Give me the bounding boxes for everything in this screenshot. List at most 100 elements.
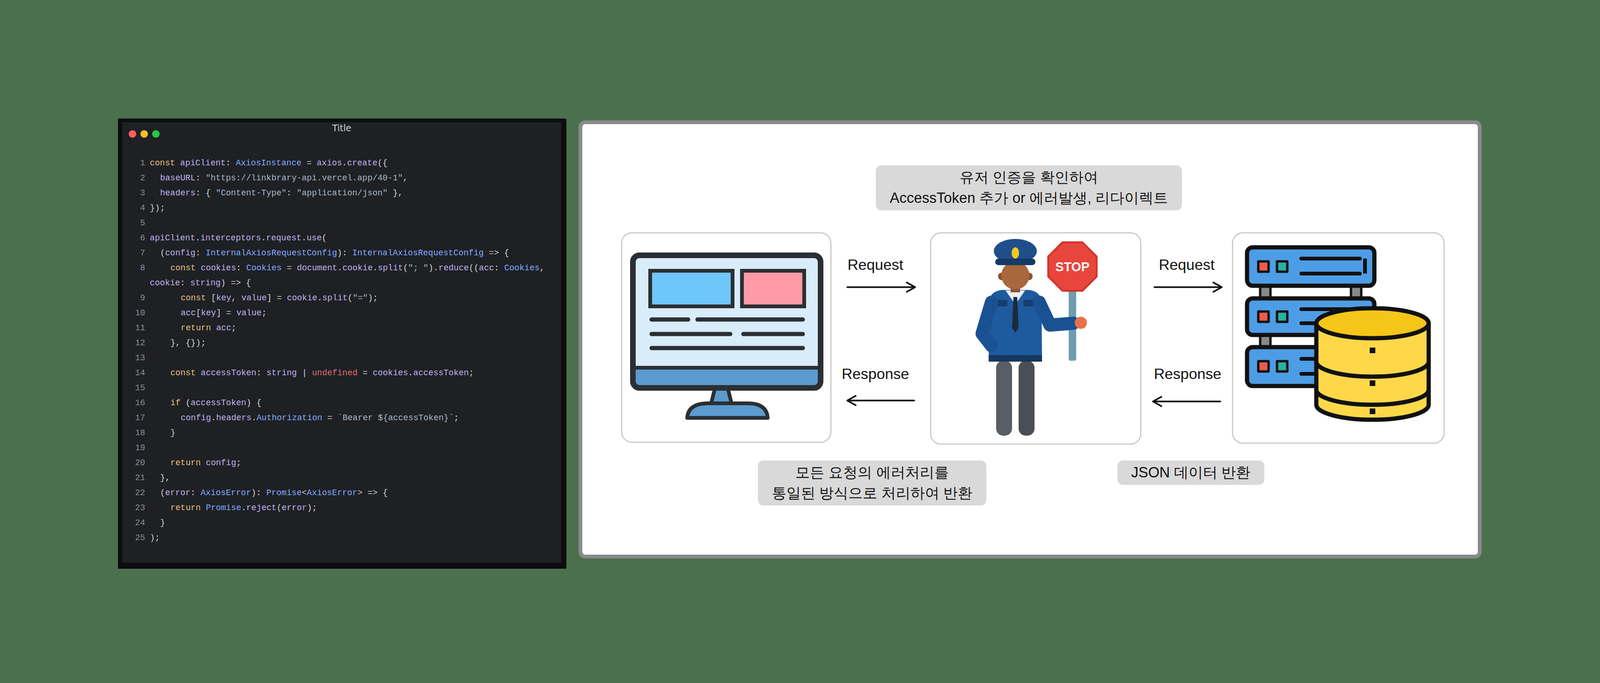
code-token [200,188,206,198]
code-token [251,397,257,408]
code-token [301,158,307,168]
code-token [271,293,278,303]
code-token: ( [276,502,282,513]
code-token: { [245,278,251,288]
line-number: 24 [122,514,146,530]
code-token: } [190,337,196,348]
monitor-icon [743,331,803,337]
code-token: reject [246,502,277,513]
code-row: 20return config; [122,455,552,470]
police-icon [1048,242,1097,291]
code-token: : [190,487,196,498]
code-token: { [504,248,510,258]
line-number: 4 [122,200,146,216]
code-line: if (accessToken) { [149,395,552,411]
monitor-icon [741,270,805,307]
line-number: 6 [122,230,146,246]
code-window-frame [128,130,137,138]
code-token: cookie [149,278,181,288]
code-token: { [256,397,262,408]
police-icon [1018,360,1035,436]
code-token: , [403,173,409,183]
code-token: { [185,337,191,348]
code-token: "; " [408,263,429,273]
code-token [387,188,393,198]
code-token: ) [250,487,257,498]
code-token: interceptors [200,233,262,243]
code-token: [ [195,308,201,318]
code-line: headers: { "Content-Type": "application/… [149,185,552,201]
diagram-panel [621,232,831,442]
police-icon [1001,261,1030,290]
code-row: 17config.headers.Authorization = `Bearer… [122,410,552,426]
code-token [296,367,302,378]
line-number: 9 [122,290,146,306]
line-number: 19 [122,440,146,456]
code-token: ; [468,367,474,378]
code-line: return Promise.reject(error); [149,499,552,515]
code-line: const accessToken: string | undefined = … [149,365,552,381]
code-token: ) [428,263,434,273]
code-token: : [195,248,201,258]
code-token: InternalAxiosRequestConfig [352,248,485,258]
code-token [180,397,186,408]
code-token: key [216,293,232,303]
diagram-panel [580,122,1480,557]
code-token: ( [321,233,327,243]
line-number: 17 [122,410,146,426]
text-line: AccessToken 추가 or 에러발생, 리다이렉트 [889,187,1168,209]
text-line: 모든 요청의 에러처리를 [795,463,949,481]
code-token: acc [180,308,196,318]
code-token: config [165,248,196,258]
code-token: < [301,487,308,498]
code-token: reduce [438,263,470,273]
line-number: 20 [122,455,146,470]
code-token: ; [312,502,318,513]
line-number: 12 [122,335,146,351]
code-token [367,367,373,378]
code-token [195,367,201,378]
line-number: 1 [122,155,146,171]
code-token: headers [216,412,252,423]
monitor-icon [632,255,821,388]
flow-arrow [847,395,856,405]
code-row: 8const cookies: Cookies = document.cooki… [122,260,552,291]
code-line: acc[key] = value; [149,305,552,321]
code-token: `Bearer ${accessToken}` [337,412,454,423]
code-line: config.headers.Authorization = `Bearer $… [149,410,552,426]
code-token: ) [154,203,161,213]
code-token: config [205,457,237,468]
code-token: ) [307,502,313,513]
code-line: } [149,425,552,441]
window-title: Title [122,122,561,147]
code-token [499,263,505,273]
code-token: return [170,457,201,468]
database-icon [1316,308,1429,338]
code-token: = [286,263,293,273]
flow-arrow [848,399,915,402]
code-token [281,263,287,273]
code-token: accessToken [190,397,247,408]
code-row: 16if (accessToken) { [122,395,552,411]
line-number: 15 [122,380,146,396]
code-token: . [372,263,378,273]
code-line: return acc; [149,320,552,336]
monitor-icon [651,317,689,322]
flow-arrow [1213,282,1222,292]
code-line: }, {}); [149,335,552,351]
code-token [200,248,206,258]
code-token: . [337,263,343,273]
code-token: : [225,158,231,168]
code-line: ); [149,529,552,545]
server-icon [1258,311,1269,322]
code-token: headers [160,188,196,198]
code-line: return config; [149,455,552,470]
code-token: : [256,367,262,378]
code-token: undefined [312,367,358,378]
code-token [175,158,181,168]
code-token: "=" [352,293,368,303]
police-icon [995,258,1036,265]
code-row: 10acc[key] = value; [122,305,552,321]
code-token: } [170,427,176,438]
database-icon [1369,347,1376,353]
